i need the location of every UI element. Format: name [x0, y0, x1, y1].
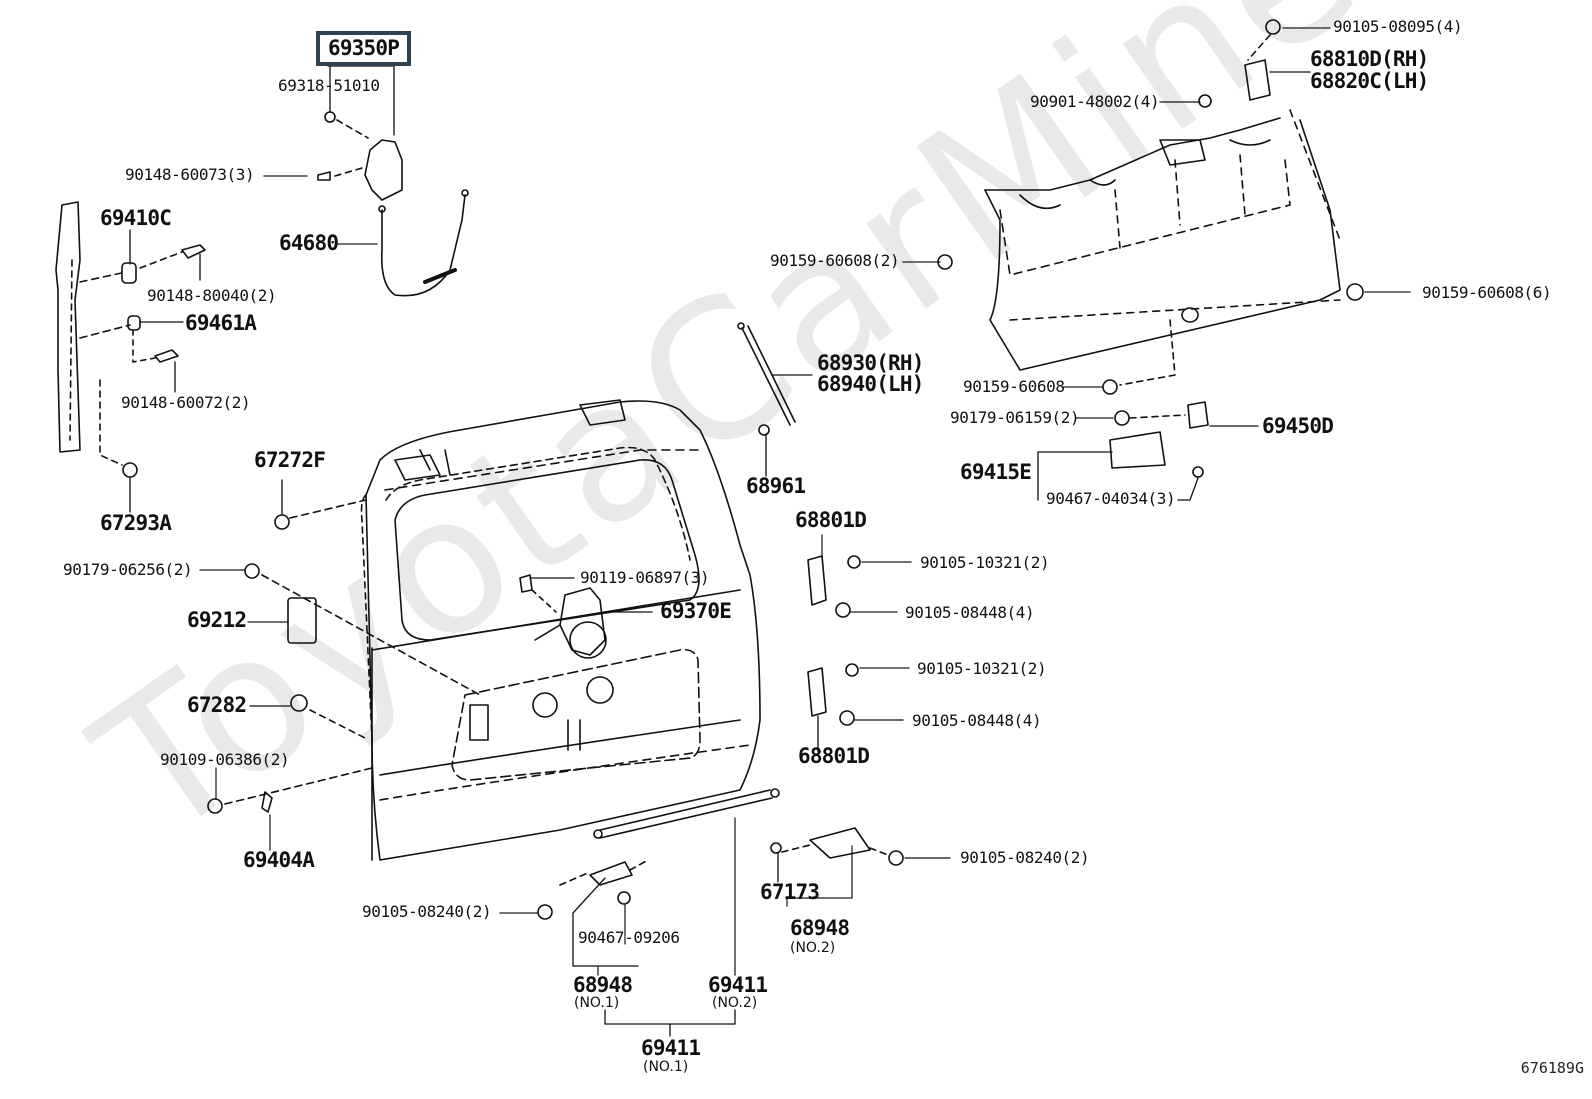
part-label-90159-60608-6[interactable]: 90159-60608(6) [1422, 283, 1552, 302]
fasteners [207, 19, 1364, 920]
part-label-67272F[interactable]: 67272F [254, 448, 326, 472]
part-label-90109-06386[interactable]: 90109-06386(2) [160, 750, 290, 769]
part-label-90105-08448-upper[interactable]: 90105-08448(4) [905, 603, 1035, 622]
part-label-69318-51010[interactable]: 69318-51010 [278, 76, 380, 95]
part-label-69404A[interactable]: 69404A [243, 848, 315, 872]
part-label-68930[interactable]: 68930(RH) [817, 351, 924, 375]
back-door-panel [360, 399, 761, 861]
part-label-69461A[interactable]: 69461A [185, 311, 257, 335]
part-label-68961[interactable]: 68961 [746, 474, 806, 498]
part-label-69415E[interactable]: 69415E [960, 460, 1032, 484]
part-label-90159-60608[interactable]: 90159-60608 [963, 377, 1065, 396]
part-label-68810D[interactable]: 68810D(RH) [1310, 47, 1429, 71]
part-label-69410C[interactable]: 69410C [100, 206, 172, 230]
part-label-90148-60073[interactable]: 90148-60073(3) [125, 165, 255, 184]
part-label-64680[interactable]: 64680 [279, 231, 339, 255]
part-sub-68948-no2: (NO.2) [790, 940, 836, 956]
part-label-90105-10321-lower[interactable]: 90105-10321(2) [917, 659, 1047, 678]
diagram-code: 676189G [1520, 1059, 1584, 1077]
part-label-90467-09206[interactable]: 90467-09206 [578, 928, 680, 947]
release-cable [378, 189, 469, 297]
part-label-69411-no2[interactable]: 69411 [708, 973, 768, 997]
part-label-90148-60072[interactable]: 90148-60072(2) [121, 393, 251, 412]
part-label-90105-10321-upper[interactable]: 90105-10321(2) [920, 553, 1050, 572]
part-label-68948-no1[interactable]: 68948 [573, 973, 633, 997]
part-label-90159-60608-2[interactable]: 90159-60608(2) [770, 251, 900, 270]
part-label-69370E[interactable]: 69370E [660, 599, 732, 623]
part-label-69450D[interactable]: 69450D [1262, 414, 1334, 438]
part-label-68801D-upper[interactable]: 68801D [795, 508, 867, 532]
part-label-90105-08448-lower[interactable]: 90105-08448(4) [912, 711, 1042, 730]
part-label-69212[interactable]: 69212 [187, 608, 247, 632]
part-label-90105-08240-left[interactable]: 90105-08240(2) [362, 902, 492, 921]
part-label-90179-06256[interactable]: 90179-06256(2) [63, 560, 193, 579]
part-label-90105-08240-right[interactable]: 90105-08240(2) [960, 848, 1090, 867]
part-label-69350P[interactable]: 69350P [328, 36, 400, 60]
part-label-90148-80040[interactable]: 90148-80040(2) [147, 286, 277, 305]
part-sub-68948-no1: (NO.1) [574, 995, 620, 1011]
back-door-glass [984, 59, 1341, 386]
part-label-67293A[interactable]: 67293A [100, 511, 172, 535]
highlighted-part-box[interactable]: 69350P [316, 31, 412, 66]
part-sub-69411-no1: (NO.1) [643, 1059, 689, 1075]
lock-assembly [317, 111, 403, 201]
leader-lines [129, 27, 1411, 1037]
part-label-68820C[interactable]: 68820C(LH) [1310, 69, 1429, 93]
part-label-90119-06897[interactable]: 90119-06897(3) [580, 568, 710, 587]
part-label-68801D-lower[interactable]: 68801D [798, 744, 870, 768]
part-label-68940[interactable]: 68940(LH) [817, 372, 924, 396]
part-label-69411-no1[interactable]: 69411 [641, 1036, 701, 1060]
side-trim [55, 201, 206, 478]
part-label-90179-06159[interactable]: 90179-06159(2) [950, 408, 1080, 427]
part-label-68948-no2[interactable]: 68948 [790, 916, 850, 940]
part-label-90105-08095[interactable]: 90105-08095(4) [1333, 17, 1463, 36]
part-sub-69411-no2: (NO.2) [712, 995, 758, 1011]
part-label-67173[interactable]: 67173 [760, 880, 820, 904]
part-label-67282[interactable]: 67282 [187, 693, 247, 717]
part-label-90467-04034[interactable]: 90467-04034(3) [1046, 489, 1176, 508]
part-label-90901-48002[interactable]: 90901-48002(4) [1030, 92, 1160, 111]
